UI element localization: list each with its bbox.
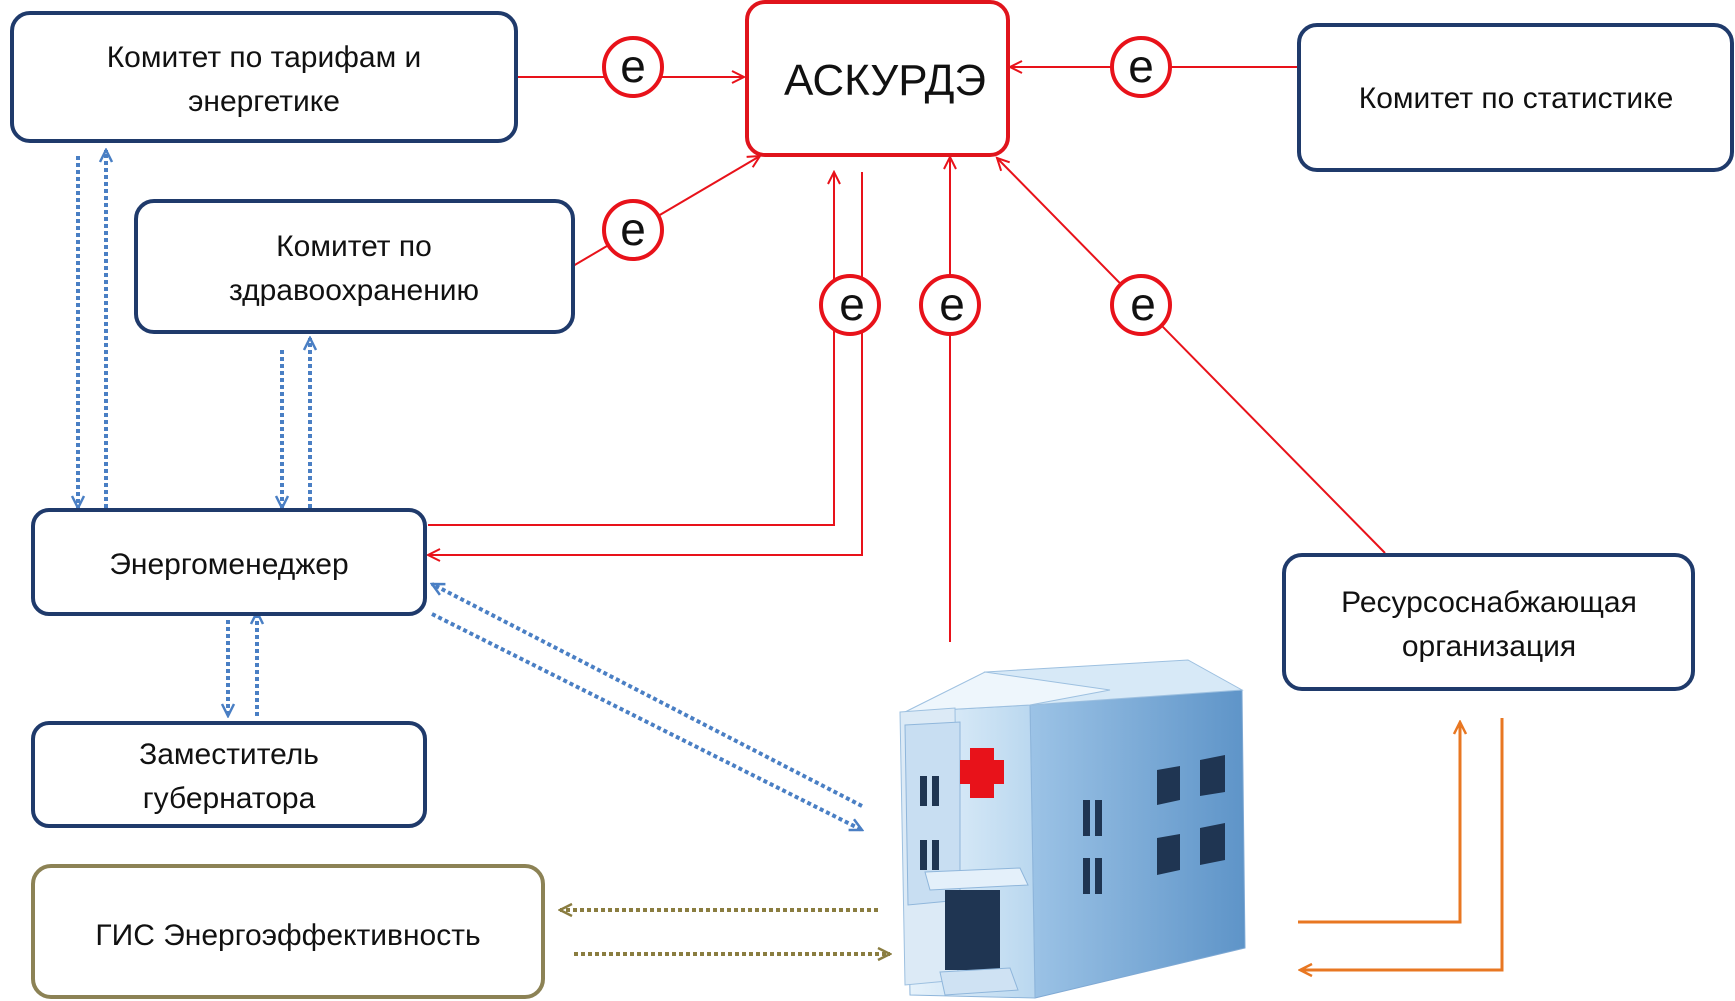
node-health: Комитет по здравоохранению — [134, 199, 575, 334]
node-energy-manager-label: Энергоменеджер — [109, 548, 348, 581]
svg-text:e: e — [939, 278, 965, 330]
svg-text:e: e — [839, 278, 865, 330]
blue-links — [78, 150, 863, 832]
link-supplier-to-hospital — [1300, 718, 1504, 970]
link-supplier-to-askurde — [997, 158, 1386, 554]
node-deputy: Заместитель губернатора — [31, 721, 427, 828]
olive-links — [560, 910, 890, 954]
link-hospital-to-manager — [432, 582, 863, 808]
e-badge-manager: e — [819, 274, 881, 336]
node-statistics: Комитет по статистике — [1297, 23, 1734, 172]
node-health-line-1: Комитет по — [276, 230, 432, 263]
node-resource-supplier-line-2: организация — [1402, 630, 1576, 663]
node-energy-manager: Энергоменеджер — [31, 508, 427, 616]
e-badge-statistics: e — [1110, 36, 1172, 98]
e-badge-health: e — [602, 199, 664, 261]
link-health-to-askurde — [572, 156, 760, 267]
e-badge-hospital: e — [919, 274, 981, 336]
node-askurde-label: АСКУРДЭ — [784, 56, 986, 105]
node-deputy-line-2: губернатора — [143, 782, 316, 815]
node-tariffs-line-1: Комитет по тарифам и — [107, 41, 422, 74]
svg-text:e: e — [1128, 40, 1154, 92]
e-badge-tariffs: e — [602, 36, 664, 98]
node-resource-supplier-line-1: Ресурсоснабжающая — [1341, 586, 1637, 619]
node-askurde: АСКУРДЭ — [745, 0, 1010, 157]
svg-text:e: e — [620, 203, 646, 255]
node-tariffs: Комитет по тарифам и энергетике — [10, 11, 518, 143]
orange-links — [1298, 718, 1504, 970]
node-deputy-line-1: Заместитель — [139, 738, 319, 771]
node-tariffs-line-2: энергетике — [188, 85, 340, 118]
node-gis-label: ГИС Энергоэффективность — [95, 919, 480, 952]
node-gis: ГИС Энергоэффективность — [31, 864, 545, 999]
node-health-line-2: здравоохранению — [229, 274, 479, 307]
node-statistics-label: Комитет по статистике — [1359, 82, 1674, 115]
svg-text:e: e — [1130, 278, 1156, 330]
link-manager-to-hospital — [431, 612, 862, 832]
svg-text:e: e — [620, 40, 646, 92]
node-resource-supplier: Ресурсоснабжающая организация — [1282, 553, 1695, 691]
link-hospital-to-supplier — [1298, 722, 1460, 924]
e-badge-supplier: e — [1110, 274, 1172, 336]
hospital-building-icon — [899, 659, 1246, 999]
